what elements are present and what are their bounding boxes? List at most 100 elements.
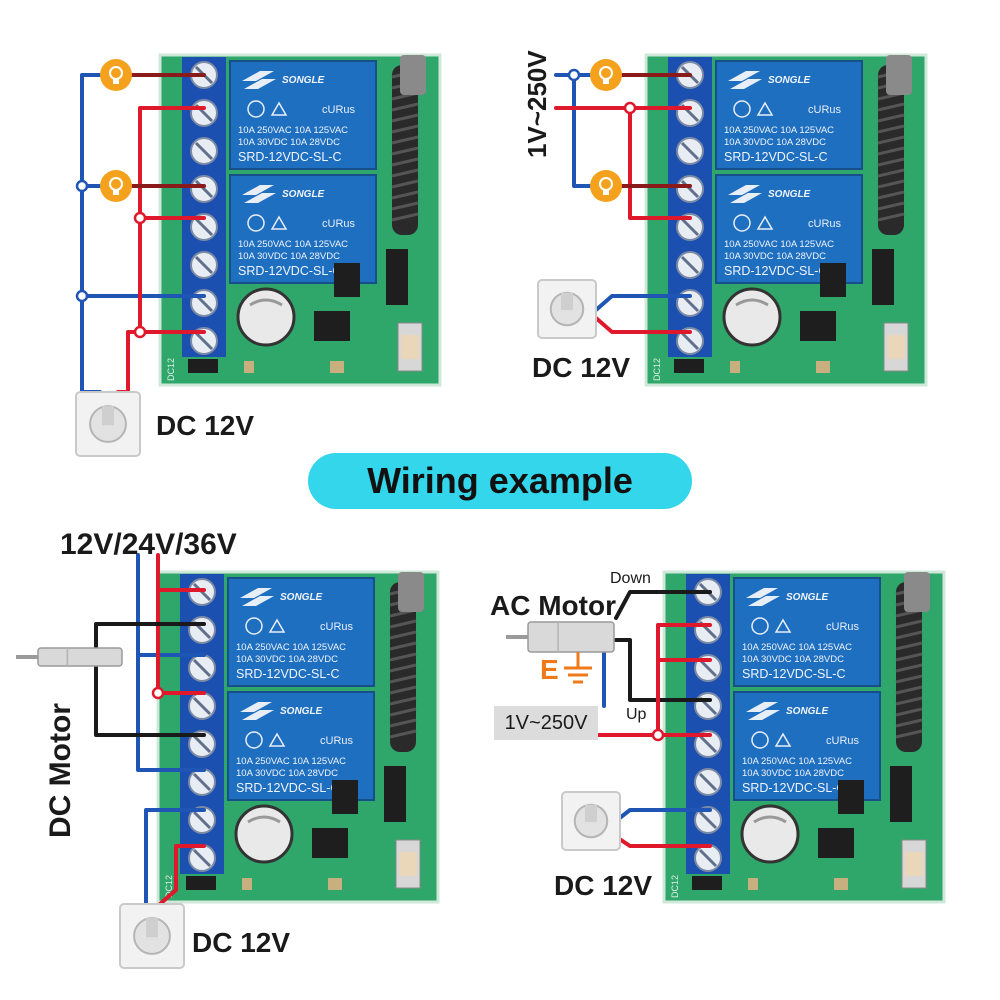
antenna-module bbox=[886, 55, 912, 95]
relay-model: SRD-12VDC-SL-C bbox=[236, 781, 340, 795]
antenna-coil-turn bbox=[391, 124, 419, 134]
push-button-cap bbox=[887, 335, 905, 359]
antenna-coil-turn bbox=[895, 718, 923, 728]
motor-label-3: DC Motor bbox=[44, 703, 77, 838]
capacitor-highlight bbox=[735, 298, 769, 307]
terminal-screw-slot bbox=[192, 696, 212, 716]
ic-chip bbox=[838, 780, 864, 814]
terminal-screw-slot bbox=[192, 772, 212, 792]
terminal-screw-slot bbox=[194, 141, 214, 161]
junction-dot bbox=[567, 68, 581, 82]
diode bbox=[188, 359, 218, 373]
antenna-coil-turn bbox=[895, 619, 923, 629]
antenna-coil-turn bbox=[391, 168, 419, 178]
antenna-coil-turn bbox=[391, 135, 419, 145]
relay-rating: 10A 30VDC 10A 28VDC bbox=[742, 768, 844, 779]
cqc-mark bbox=[751, 731, 769, 749]
capacitor bbox=[740, 804, 800, 864]
antenna-coil-turn bbox=[877, 157, 905, 167]
warning-mark bbox=[774, 732, 792, 747]
relay-rating: 10A 30VDC 10A 28VDC bbox=[238, 137, 340, 148]
relay-rating: 10A 30VDC 10A 28VDC bbox=[742, 654, 844, 665]
relay-model: SRD-12VDC-SL-C bbox=[742, 667, 846, 681]
songle-logo-mark bbox=[240, 702, 274, 720]
relay-brand: SONGLE bbox=[280, 592, 323, 603]
antenna-coil-turn bbox=[895, 685, 923, 695]
board-marking: DC12 bbox=[652, 358, 662, 381]
light-bulb-icon bbox=[590, 170, 622, 202]
terminal-screw-slot bbox=[194, 255, 214, 275]
earth-ground-icon bbox=[564, 652, 592, 684]
antenna-coil-turn bbox=[895, 641, 923, 651]
junction-dot bbox=[133, 211, 147, 225]
terminal-screw-slot bbox=[194, 331, 214, 351]
wire-blue bbox=[80, 73, 102, 394]
ul-mark: cURus bbox=[322, 218, 356, 230]
wire-black bbox=[614, 638, 712, 702]
ic-chip bbox=[890, 766, 912, 822]
wire-blue bbox=[554, 73, 594, 188]
ic-chip bbox=[800, 311, 836, 341]
terminal-screw-slot bbox=[192, 658, 212, 678]
antenna-coil bbox=[877, 55, 912, 235]
cqc-mark bbox=[247, 214, 265, 232]
antenna-coil-turn bbox=[877, 146, 905, 156]
push-button-cap bbox=[905, 852, 923, 876]
antenna-coil-turn bbox=[391, 157, 419, 167]
wire-red bbox=[158, 844, 206, 906]
light-bulb-icon-disc bbox=[590, 170, 622, 202]
wire-red bbox=[138, 106, 206, 334]
ic-chip bbox=[332, 780, 358, 814]
relay-rating: 10A 30VDC 10A 28VDC bbox=[724, 137, 826, 148]
push-button-cap bbox=[399, 852, 417, 876]
terminal-screw-slot bbox=[680, 179, 700, 199]
wire-blue bbox=[594, 294, 692, 312]
relay-model: SRD-12VDC-SL-C bbox=[724, 150, 828, 164]
capacitor-highlight bbox=[249, 298, 283, 307]
load-voltage-label-2: 1V~250V bbox=[522, 50, 552, 158]
relay-model: SRD-12VDC-SL-C bbox=[238, 264, 342, 278]
antenna-coil-turn bbox=[389, 663, 417, 673]
push-button-cap bbox=[401, 335, 419, 359]
terminal-screw-slot bbox=[698, 772, 718, 792]
antenna-coil-turn bbox=[391, 190, 419, 200]
warning-mark bbox=[270, 101, 288, 116]
light-bulb-icon-base bbox=[603, 190, 609, 195]
relay-brand: SONGLE bbox=[768, 75, 811, 86]
light-bulb-icon bbox=[100, 170, 132, 202]
warning-mark bbox=[756, 215, 774, 230]
ul-mark: cURus bbox=[826, 621, 860, 633]
capacitor bbox=[236, 287, 296, 347]
dc-jack-icon-plug bbox=[102, 406, 114, 426]
antenna-module bbox=[904, 572, 930, 612]
ic-chip bbox=[820, 263, 846, 297]
direction-down-label: Down bbox=[610, 570, 651, 587]
terminal-screw-slot bbox=[680, 255, 700, 275]
songle-logo-mark bbox=[242, 71, 276, 89]
ul-mark: cURus bbox=[320, 735, 354, 747]
antenna-coil-turn bbox=[391, 212, 419, 222]
terminal-screw-slot bbox=[192, 848, 212, 868]
relay-model: SRD-12VDC-SL-C bbox=[742, 781, 846, 795]
relay-rating: 10A 250VAC 10A 125VAC bbox=[724, 239, 834, 250]
antenna-coil-turn bbox=[389, 685, 417, 695]
resistor bbox=[242, 878, 252, 890]
supply-label-4: DC 12V bbox=[554, 870, 653, 901]
earth-label: E bbox=[540, 654, 559, 685]
supply-label-2: DC 12V bbox=[532, 352, 631, 383]
relay-rating: 10A 30VDC 10A 28VDC bbox=[238, 251, 340, 262]
relay-rating: 10A 250VAC 10A 125VAC bbox=[742, 642, 852, 653]
ic-chip bbox=[334, 263, 360, 297]
cqc-mark bbox=[247, 100, 265, 118]
warning-mark bbox=[268, 732, 286, 747]
supply-label-3: DC 12V bbox=[192, 927, 291, 958]
antenna-module bbox=[400, 55, 426, 95]
antenna-coil-turn bbox=[391, 146, 419, 156]
ic-chip bbox=[312, 828, 348, 858]
antenna-coil-turn bbox=[895, 707, 923, 717]
antenna-coil-turn bbox=[895, 663, 923, 673]
relay-rating: 10A 30VDC 10A 28VDC bbox=[724, 251, 826, 262]
ul-mark: cURus bbox=[826, 735, 860, 747]
title: Wiring example bbox=[367, 460, 633, 501]
